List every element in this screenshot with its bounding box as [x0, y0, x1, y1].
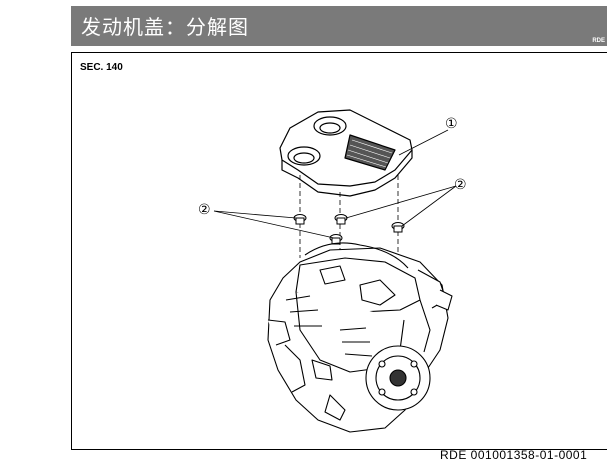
callout-2-right: ② — [454, 177, 467, 193]
engine-block — [267, 242, 453, 433]
callout-2-left: ② — [198, 202, 211, 218]
header-bar: 发动机盖：分解图 RDE — [71, 6, 607, 46]
section-label: SEC. 140 — [80, 62, 123, 73]
callout-1: ① — [445, 116, 458, 132]
header-tag: RDE — [592, 38, 605, 44]
grommets — [293, 214, 405, 245]
page-title: 发动机盖：分解图 — [81, 15, 249, 39]
figure-reference: RDE 001001358-01-0001 — [440, 448, 588, 462]
diagram-frame: SEC. 140 — [71, 52, 607, 450]
engine-cover — [279, 109, 413, 197]
